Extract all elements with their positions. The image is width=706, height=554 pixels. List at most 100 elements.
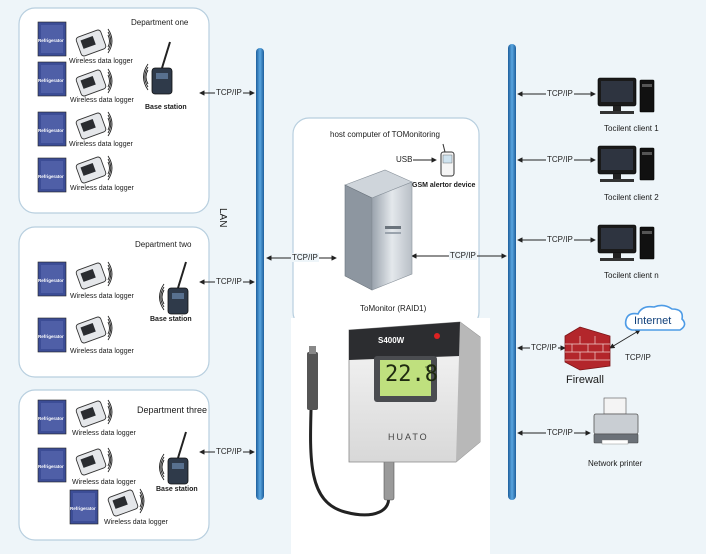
refrigerator-label: Refrigerator xyxy=(38,464,64,469)
tcp-label: TCP/IP xyxy=(449,251,477,260)
usb-label: USB xyxy=(395,155,414,164)
device-reading: 22.8 xyxy=(385,362,438,387)
refrigerator-label: Refrigerator xyxy=(38,78,64,83)
wireless-wave-icon xyxy=(107,111,113,137)
logger-label: Wireless data logger xyxy=(69,58,133,65)
wireless-wave-icon xyxy=(107,318,112,338)
tcp-label: TCP/IP xyxy=(546,235,574,244)
wireless-wave-icon xyxy=(107,321,110,335)
refrigerator-label: Refrigerator xyxy=(38,416,64,421)
refrigerator-label: Refrigerator xyxy=(38,128,64,133)
logger-label: Wireless data logger xyxy=(72,479,136,486)
tcp-label: TCP/IP xyxy=(546,428,574,437)
department-two-panel xyxy=(18,226,210,378)
logger-label: Wireless data logger xyxy=(70,185,134,192)
base-station-icon xyxy=(167,457,189,485)
logger-label: Wireless data logger xyxy=(69,141,133,148)
tcp-label: TCP/IP xyxy=(546,89,574,98)
internet-label: Internet xyxy=(634,315,672,327)
tcp-label: TCP/IP xyxy=(530,343,558,352)
antenna-icon xyxy=(177,431,187,459)
keyboard-icon xyxy=(600,258,634,261)
device-unit: °C xyxy=(425,366,433,373)
pc-tower-icon xyxy=(639,79,655,113)
tcp-label: TCP/IP xyxy=(215,277,243,286)
wireless-wave-icon xyxy=(107,261,113,287)
wireless-wave-icon xyxy=(107,74,110,88)
wireless-wave-icon xyxy=(107,453,110,467)
wireless-wave-icon xyxy=(159,453,165,481)
lan-label: LAN xyxy=(217,208,228,228)
department-two-title: Department two xyxy=(135,240,192,249)
pc-tower-icon xyxy=(639,226,655,260)
lan-bus-left xyxy=(256,48,264,500)
wireless-wave-icon xyxy=(107,264,112,284)
department-three-panel xyxy=(18,389,210,541)
host-title: host computer of TOMonitoring xyxy=(330,130,440,139)
refrigerator-label: Refrigerator xyxy=(38,38,64,43)
tcp-label: TCP/IP xyxy=(624,353,652,362)
wireless-wave-icon xyxy=(107,450,112,470)
tcp-label: TCP/IP xyxy=(546,155,574,164)
cloud-icon xyxy=(624,304,686,331)
tcp-label: TCP/IP xyxy=(215,447,243,456)
wireless-wave-icon xyxy=(143,63,149,91)
client-label: Tocilent client 2 xyxy=(604,193,659,202)
wireless-wave-icon xyxy=(107,28,113,54)
wireless-wave-icon xyxy=(107,31,112,51)
wireless-wave-icon xyxy=(107,68,113,94)
logger-label: Wireless data logger xyxy=(104,519,168,526)
wireless-wave-icon xyxy=(159,283,165,311)
firewall-label: Firewall xyxy=(566,374,604,386)
wireless-wave-icon xyxy=(144,66,149,88)
server-icon xyxy=(344,169,413,291)
wireless-wave-icon xyxy=(160,456,165,478)
pc-tower-icon xyxy=(639,147,655,181)
logger-label: Wireless data logger xyxy=(70,293,134,300)
server-label: ToMonitor (RAID1) xyxy=(360,304,427,313)
tcp-label: TCP/IP xyxy=(215,88,243,97)
refrigerator-label: Refrigerator xyxy=(38,174,64,179)
wireless-wave-icon xyxy=(139,491,144,511)
device-brand: HUATO xyxy=(388,432,429,442)
tcp-label: TCP/IP xyxy=(291,253,319,262)
logger-label: Wireless data logger xyxy=(70,348,134,355)
antenna-icon xyxy=(161,41,171,69)
client-label: Tocilent client n xyxy=(604,271,659,280)
wireless-wave-icon xyxy=(145,69,149,85)
gsm-label: GSM alertor device xyxy=(412,182,476,189)
firewall-icon xyxy=(564,326,611,371)
base-station-label: Base station xyxy=(156,486,198,493)
department-one-panel xyxy=(18,7,210,214)
wireless-wave-icon xyxy=(139,494,142,508)
wireless-wave-icon xyxy=(107,114,112,134)
wireless-wave-icon xyxy=(107,402,112,422)
wireless-wave-icon xyxy=(139,488,145,514)
wireless-wave-icon xyxy=(161,289,165,305)
base-station-label: Base station xyxy=(150,316,192,323)
wireless-wave-icon xyxy=(107,71,112,91)
printer-label: Network printer xyxy=(588,459,643,468)
logger-label: Wireless data logger xyxy=(70,97,134,104)
wireless-wave-icon xyxy=(107,267,110,281)
refrigerator-label: Refrigerator xyxy=(38,334,64,339)
wireless-wave-icon xyxy=(107,315,113,341)
base-station-icon xyxy=(151,67,173,95)
wireless-wave-icon xyxy=(160,286,165,308)
client-label: Tocilent client 1 xyxy=(604,124,659,133)
department-one-title: Department one xyxy=(131,18,189,27)
refrigerator-label: Refrigerator xyxy=(38,278,64,283)
wireless-wave-icon xyxy=(107,155,113,181)
wireless-wave-icon xyxy=(107,161,110,175)
phone-icon xyxy=(440,143,455,177)
logger-label: Wireless data logger xyxy=(72,430,136,437)
wireless-wave-icon xyxy=(107,34,110,48)
data-logger-device-illustration xyxy=(307,321,481,517)
wireless-wave-icon xyxy=(107,399,113,425)
keyboard-icon xyxy=(600,179,634,182)
printer-icon xyxy=(593,397,639,445)
wireless-wave-icon xyxy=(107,447,113,473)
wireless-wave-icon xyxy=(107,158,112,178)
base-station-label: Base station xyxy=(145,104,187,111)
